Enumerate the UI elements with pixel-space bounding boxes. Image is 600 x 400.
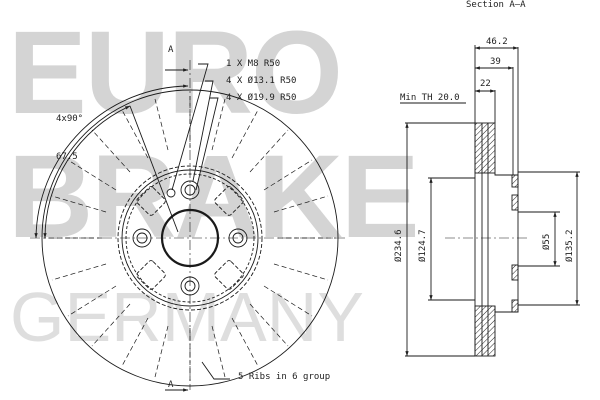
- callout-m8: 1 X M8 R50: [226, 59, 281, 69]
- diameter-hub: Ø135.2: [565, 229, 575, 262]
- section-marker-top: A: [168, 45, 174, 55]
- section-view: [400, 45, 580, 357]
- watermark-germany: GERMANY: [10, 278, 364, 356]
- width-39: 39: [490, 57, 501, 67]
- ribs-note: 5 Ribs in 6 group: [238, 372, 331, 382]
- diameter-center-bore: Ø55: [542, 233, 552, 250]
- angle-label: 4x90°: [56, 114, 84, 124]
- front-view: [30, 60, 345, 392]
- section-marker-bottom: A: [168, 380, 174, 390]
- min-thickness-label: Min TH 20.0: [400, 93, 460, 103]
- width-46-2: 46.2: [486, 37, 508, 47]
- m8-thread-hole: [166, 188, 176, 198]
- radius-label: 67.5: [56, 152, 78, 162]
- diameter-outer: Ø234.6: [394, 229, 404, 262]
- section-title: Section A–A: [466, 0, 526, 10]
- diameter-hat: Ø124.7: [418, 229, 428, 262]
- callout-counterbore: 4 X Ø19.9 R50: [226, 93, 297, 103]
- callout-bolt-hole: 4 X Ø13.1 R50: [226, 76, 297, 86]
- width-22: 22: [480, 79, 491, 89]
